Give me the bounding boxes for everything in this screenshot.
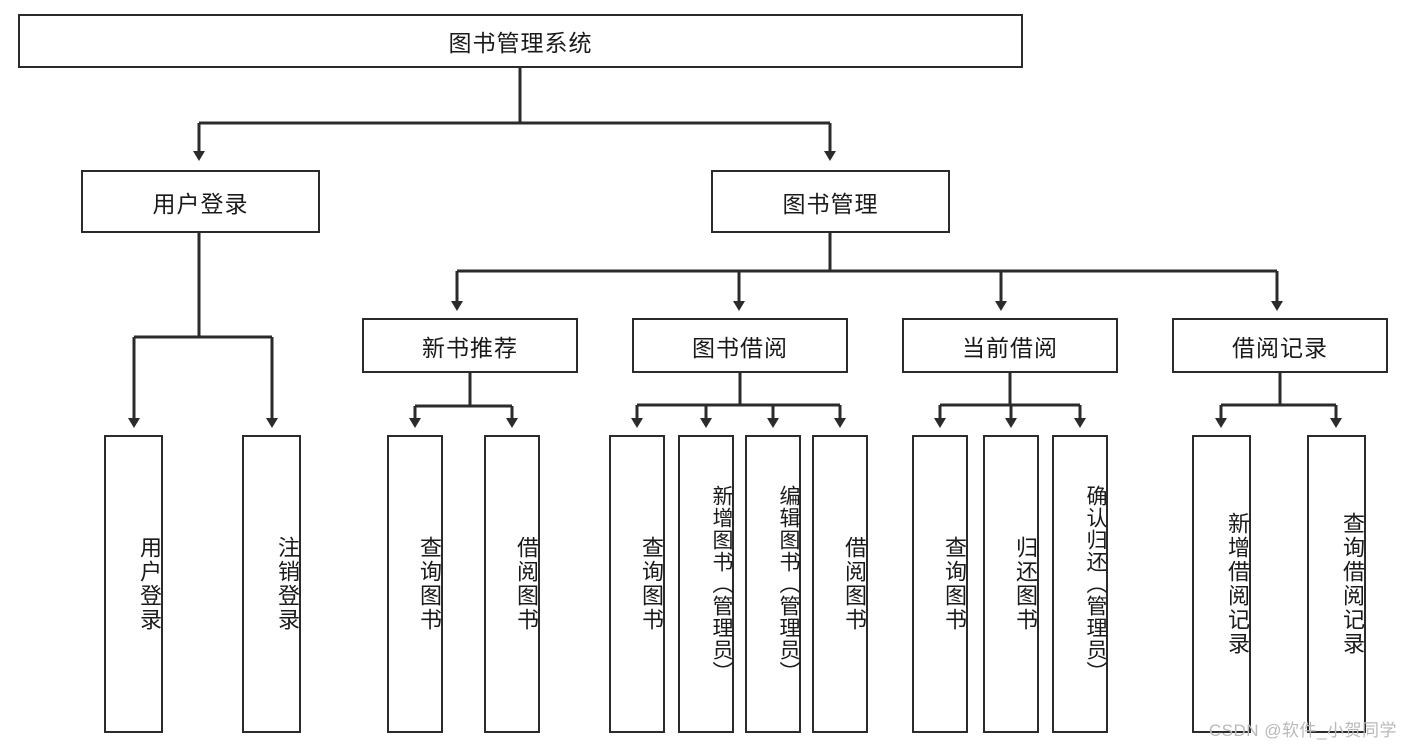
node-leaf-record-add[interactable]: 新增借阅记录 xyxy=(1192,435,1251,733)
node-leaf-borrow-edit-book[interactable]: 编辑图书（管理员） xyxy=(745,435,801,733)
node-root[interactable]: 图书管理系统 xyxy=(18,14,1023,68)
node-leaf-current-query-book-label: 查询图书 xyxy=(942,536,967,632)
node-leaf-borrow-query-book[interactable]: 查询图书 xyxy=(609,435,665,733)
watermark-text: CSDN @软件_小贺同学 xyxy=(1208,721,1397,740)
node-leaf-rec-borrow-book-label: 借阅图书 xyxy=(514,536,539,632)
node-leaf-borrow-edit-book-label: 编辑图书（管理员） xyxy=(777,485,800,683)
node-leaf-current-return-book[interactable]: 归还图书 xyxy=(983,435,1039,733)
node-leaf-borrow-borrow-book-label: 借阅图书 xyxy=(842,536,867,632)
node-leaf-borrow-query-book-label: 查询图书 xyxy=(639,536,664,632)
node-book-manage[interactable]: 图书管理 xyxy=(711,170,950,233)
node-leaf-current-query-book[interactable]: 查询图书 xyxy=(912,435,968,733)
node-leaf-user-login[interactable]: 用户登录 xyxy=(104,435,163,733)
node-user-login[interactable]: 用户登录 xyxy=(81,170,320,233)
node-leaf-current-confirm-return[interactable]: 确认归还（管理员） xyxy=(1052,435,1108,733)
node-leaf-current-return-book-label: 归还图书 xyxy=(1013,536,1038,632)
node-book-manage-label: 图书管理 xyxy=(782,190,879,217)
node-leaf-user-login-label: 用户登录 xyxy=(137,536,162,632)
node-user-login-label: 用户登录 xyxy=(152,190,249,217)
node-borrow-record[interactable]: 借阅记录 xyxy=(1172,318,1388,373)
node-new-book-recommend-label: 新书推荐 xyxy=(422,334,518,361)
node-leaf-record-query[interactable]: 查询借阅记录 xyxy=(1307,435,1366,733)
node-leaf-user-logout-label: 注销登录 xyxy=(275,536,300,632)
node-current-borrow[interactable]: 当前借阅 xyxy=(902,318,1118,373)
node-leaf-borrow-borrow-book[interactable]: 借阅图书 xyxy=(812,435,868,733)
node-leaf-borrow-add-book-label: 新增图书（管理员） xyxy=(710,485,733,683)
node-root-label: 图书管理系统 xyxy=(448,30,593,56)
node-book-borrow[interactable]: 图书借阅 xyxy=(632,318,848,373)
node-borrow-record-label: 借阅记录 xyxy=(1232,334,1328,361)
node-leaf-record-add-label: 新增借阅记录 xyxy=(1225,512,1250,656)
node-leaf-rec-borrow-book[interactable]: 借阅图书 xyxy=(484,435,540,733)
node-book-borrow-label: 图书借阅 xyxy=(692,334,788,361)
node-new-book-recommend[interactable]: 新书推荐 xyxy=(362,318,578,373)
node-leaf-rec-query-book-label: 查询图书 xyxy=(417,536,442,632)
node-leaf-current-confirm-return-label: 确认归还（管理员） xyxy=(1084,485,1107,683)
node-current-borrow-label: 当前借阅 xyxy=(962,334,1058,361)
node-leaf-rec-query-book[interactable]: 查询图书 xyxy=(387,435,443,733)
node-leaf-user-logout[interactable]: 注销登录 xyxy=(242,435,301,733)
node-leaf-record-query-label: 查询借阅记录 xyxy=(1340,512,1365,656)
node-leaf-borrow-add-book[interactable]: 新增图书（管理员） xyxy=(678,435,734,733)
